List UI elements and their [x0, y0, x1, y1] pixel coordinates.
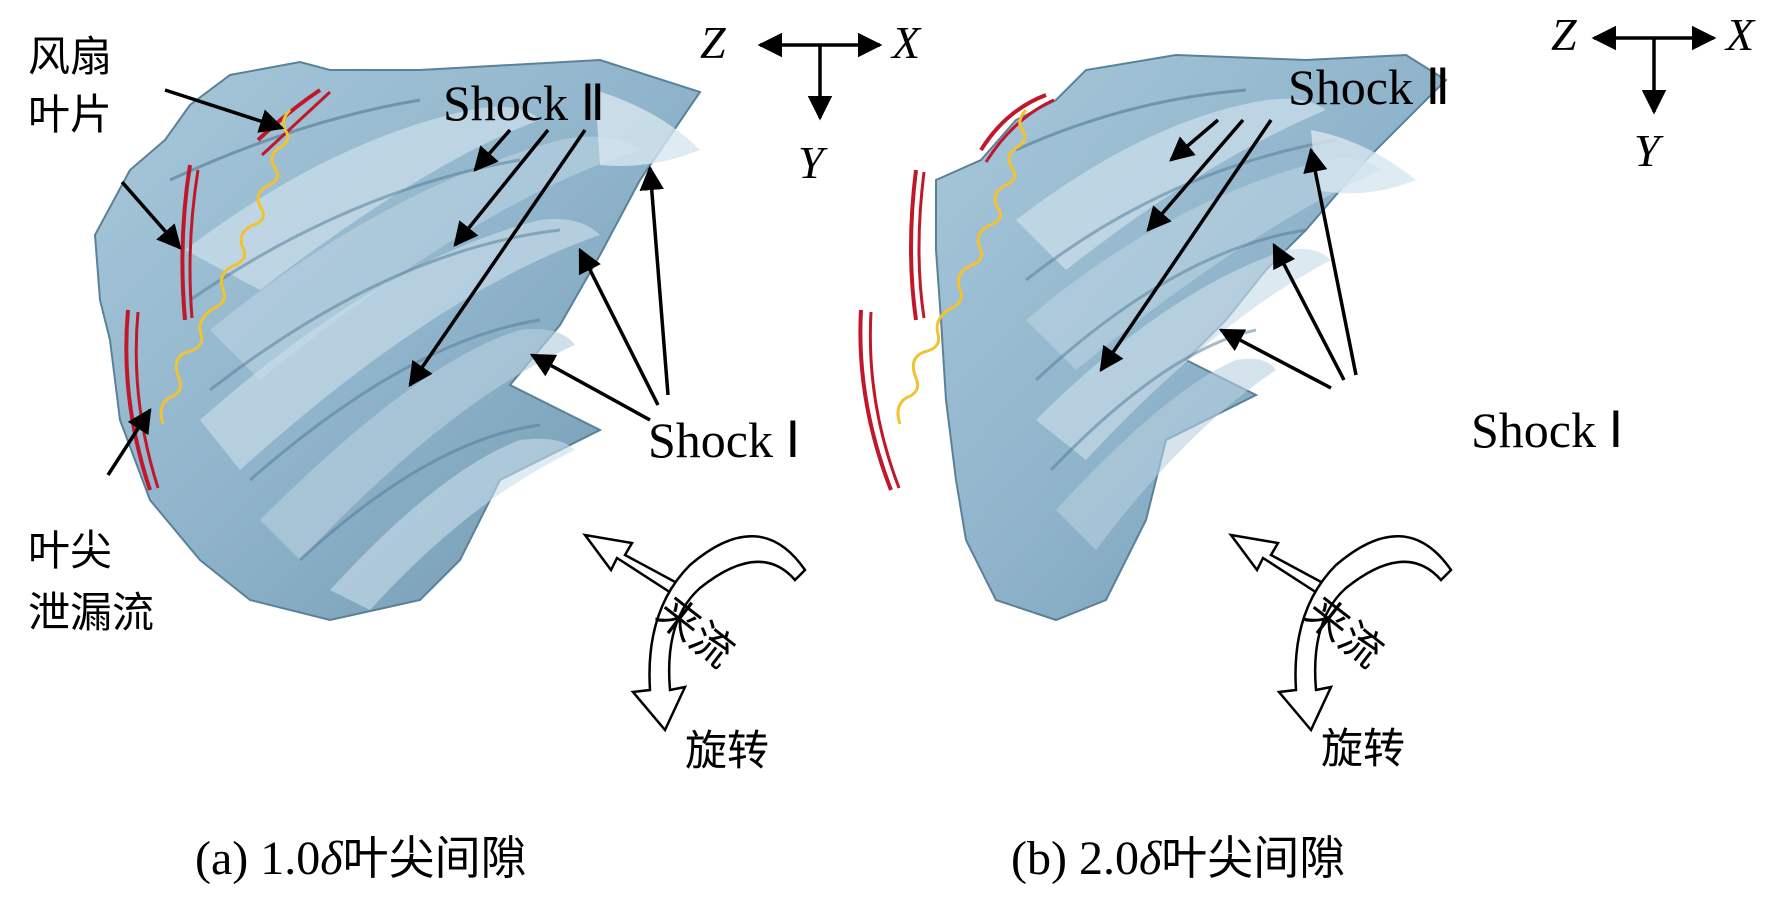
axes-glyph-a	[757, 32, 883, 121]
annotation-arrows-b	[1099, 118, 1358, 390]
axis-y-label: Y	[1634, 125, 1660, 176]
iso-surface-a	[93, 58, 702, 622]
caption-b-prefix: (b) 2.0	[1011, 832, 1139, 885]
shock-1-label: Shock Ⅰ	[1471, 402, 1624, 458]
flow-rotation-symbol-a	[582, 533, 807, 733]
axes-glyph-b	[1591, 25, 1717, 115]
axis-x-label: X	[1726, 9, 1755, 60]
iso-surface-b	[935, 53, 1448, 622]
caption-a-suffix: 叶尖间隙	[342, 831, 527, 885]
flow-rotation-symbol-b	[1228, 533, 1453, 733]
shock-1-label: Shock Ⅰ	[648, 412, 801, 468]
fan-blade-label: 风扇 叶片	[28, 32, 113, 139]
caption-a-prefix: (a) 1.0	[195, 832, 321, 885]
shock-2-label: Shock Ⅱ	[443, 75, 606, 131]
caption-b-delta: δ	[1138, 832, 1162, 885]
tip-leakage-lines-b	[858, 93, 1055, 491]
axis-y-label: Y	[798, 137, 824, 188]
panel-a: 风扇 叶片 叶尖 泄漏流 Shock Ⅱ Shock Ⅰ 来流 旋转 Z X Y…	[28, 17, 920, 883]
shock-surface-figure-a	[93, 32, 883, 733]
rotation-label: 旋转	[685, 726, 770, 775]
rotation-label: 旋转	[1321, 724, 1406, 773]
tip-leakage-lines-a	[124, 88, 332, 491]
panel-b: Shock Ⅱ Shock Ⅰ 来流 旋转 Z X Y (b) 2.0δ叶尖间隙	[858, 0, 1772, 901]
caption-b-suffix: 叶尖间隙	[1161, 831, 1346, 885]
axis-z-label: Z	[700, 17, 726, 68]
tip-leakage-label: 叶尖 泄漏流	[28, 526, 155, 637]
caption-b: (b) 2.0δ叶尖间隙	[1011, 835, 1345, 883]
shock-surface-figure-b	[858, 25, 1717, 733]
annotation-arrows-a	[106, 88, 670, 476]
caption-a-delta: δ	[320, 832, 343, 885]
axis-z-label: Z	[1551, 9, 1577, 60]
shock-2-label: Shock Ⅱ	[1288, 59, 1451, 115]
caption-a: (a) 1.0δ叶尖间隙	[195, 835, 527, 883]
axis-x-label: X	[892, 17, 921, 68]
